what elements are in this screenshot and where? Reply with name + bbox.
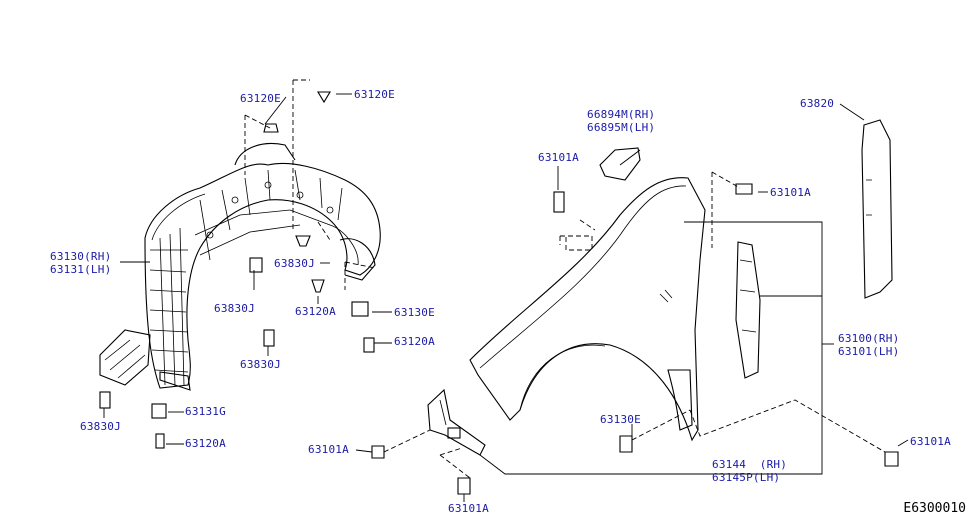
- fender-guides: [383, 171, 886, 479]
- label-63820: 63820: [800, 97, 835, 110]
- label-63120a-b: 63120A: [394, 335, 435, 348]
- label-63101a-far: 63101A: [910, 435, 951, 448]
- fender-side-pieces: [599, 119, 893, 379]
- label-63101a-bottom: 63101A: [448, 502, 489, 515]
- label-63830j-b: 63830J: [214, 302, 255, 315]
- diagram-code: E6300010: [903, 501, 966, 516]
- label-63101lh: 63101(LH): [838, 345, 900, 358]
- front-fender: [469, 177, 706, 442]
- label-63100rh: 63100(RH): [838, 332, 900, 345]
- label-63145plh: 63145P(LH): [712, 471, 781, 484]
- label-63101a-top: 63101A: [538, 151, 579, 164]
- label-63131g: 63131G: [185, 405, 226, 418]
- fender-leaders: [355, 103, 909, 502]
- fender-liner: [99, 142, 381, 391]
- label-63830j-d: 63830J: [80, 420, 121, 433]
- label-63131lh: 63131(LH): [50, 263, 112, 276]
- label-63130rh: 63130(RH): [50, 250, 112, 263]
- label-66895m: 66895M(LH): [587, 121, 656, 134]
- label-63101a-right: 63101A: [770, 186, 811, 199]
- liner-leaders: [103, 93, 392, 445]
- label-63144rh: 63144 (RH): [712, 458, 788, 471]
- label-63120a-a: 63120A: [295, 305, 336, 318]
- liner-fasteners: [99, 91, 375, 449]
- label-63120a-c: 63120A: [185, 437, 226, 450]
- label-63130e-a: 63130E: [394, 306, 435, 319]
- label-63830j-c: 63830J: [240, 358, 281, 371]
- label-63120e-a: 63120E: [240, 92, 281, 105]
- label-66894m: 66894M(RH): [587, 108, 656, 121]
- liner-guides: [244, 79, 376, 290]
- label-63830j-a: 63830J: [274, 257, 315, 270]
- label-63120e-b: 63120E: [354, 88, 395, 101]
- label-63130e-b: 63130E: [600, 413, 641, 426]
- label-63101a-left: 63101A: [308, 443, 349, 456]
- fender-bracket: [427, 388, 486, 456]
- fender-fasteners: [371, 183, 899, 495]
